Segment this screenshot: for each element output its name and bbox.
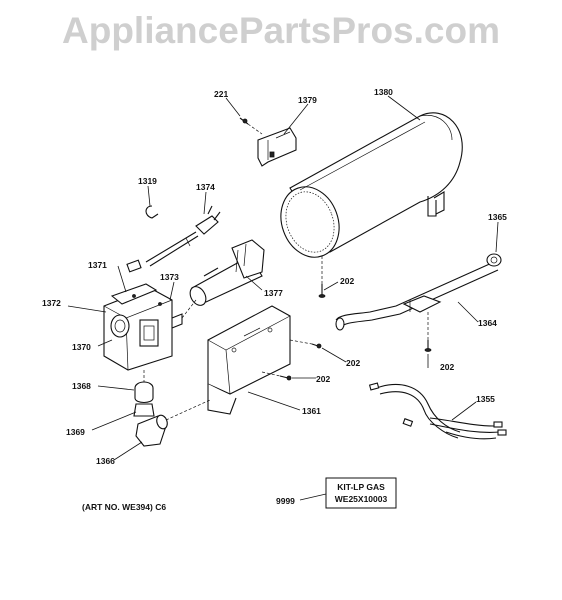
label-1374: 1374 [196, 182, 215, 192]
kit-lp-gas-box [325, 477, 397, 509]
label-1373: 1373 [160, 272, 179, 282]
label-1319: 1319 [138, 176, 157, 186]
kit-box-line1: KIT-LP GAS [337, 482, 385, 492]
wire-harness-1355[interactable] [368, 382, 507, 440]
label-1372: 1372 [42, 298, 61, 308]
screw-202-c[interactable] [261, 371, 292, 381]
label-1370: 1370 [72, 342, 91, 352]
watermark-logo: AppliancePartsPros.com [62, 10, 500, 51]
label-1380: 1380 [374, 87, 393, 97]
label-1371: 1371 [88, 260, 107, 270]
label-202-c: 202 [316, 374, 330, 384]
burner-venturi-1377[interactable] [187, 239, 265, 308]
label-221: 221 [214, 89, 228, 99]
kit-box-line2: WE25X10003 [335, 494, 388, 504]
burner-tube-1380[interactable] [271, 112, 463, 266]
label-1368: 1368 [72, 381, 91, 391]
label-202-a: 202 [340, 276, 354, 286]
connector-1369[interactable] [133, 403, 155, 417]
label-1379: 1379 [298, 95, 317, 105]
label-1355: 1355 [476, 394, 495, 404]
elbow-1366[interactable] [135, 399, 211, 447]
bracket-1379[interactable] [257, 127, 297, 167]
gas-tube-1364[interactable] [335, 261, 499, 331]
screw-221[interactable] [239, 117, 263, 135]
thermocouple-1374[interactable] [126, 205, 221, 273]
fitting-1365[interactable] [486, 253, 502, 267]
screw-202-b[interactable] [289, 339, 322, 349]
label-1365: 1365 [488, 212, 507, 222]
shield-1361[interactable] [207, 305, 291, 415]
label-1369: 1369 [66, 427, 85, 437]
screw-202-d[interactable] [424, 312, 432, 352]
orifice-1373[interactable] [181, 299, 197, 319]
connector-1368[interactable] [134, 370, 154, 404]
clip-1319[interactable] [145, 205, 159, 219]
label-9999: 9999 [276, 496, 295, 506]
label-1364: 1364 [478, 318, 497, 328]
label-1377: 1377 [264, 288, 283, 298]
label-1361: 1361 [302, 406, 321, 416]
art-number: (ART NO. WE394) C6 [82, 502, 166, 512]
label-202-b: 202 [346, 358, 360, 368]
label-202-d: 202 [440, 362, 454, 372]
leader-lines [67, 95, 499, 501]
label-1366: 1366 [96, 456, 115, 466]
gas-valve-1370[interactable] [103, 283, 183, 371]
screw-202-a[interactable] [318, 256, 326, 298]
